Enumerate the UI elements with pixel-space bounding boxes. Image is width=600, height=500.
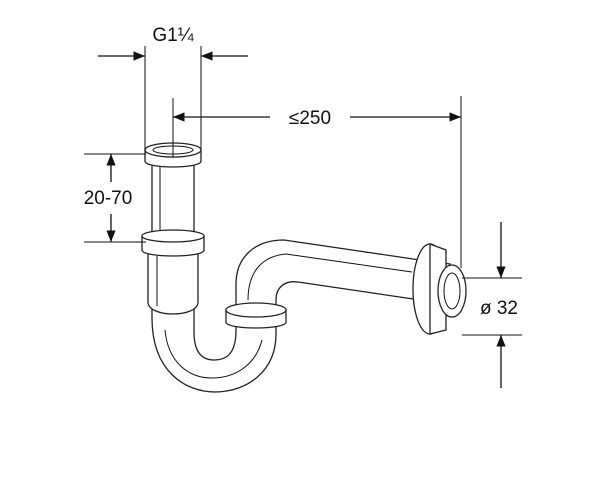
- outlet-diameter-label: ø 32: [480, 298, 518, 319]
- dimension-thread: G1¼: [98, 25, 248, 150]
- max-length-label: ≤250: [289, 108, 331, 129]
- dimension-max-length: ≤250: [172, 96, 462, 268]
- dimension-outlet-diameter: ø 32: [462, 222, 522, 388]
- thread-size-label: G1¼: [152, 25, 194, 46]
- dimension-height: 20-70: [84, 153, 146, 243]
- height-adjustment-label: 20-70: [84, 188, 133, 209]
- wall-rosette: [412, 243, 467, 335]
- union-nut: [141, 229, 205, 257]
- lower-tube: [147, 251, 199, 315]
- siphon-trap: [141, 142, 467, 393]
- trap-arm-nut: [225, 302, 287, 329]
- upper-tube: [151, 157, 195, 237]
